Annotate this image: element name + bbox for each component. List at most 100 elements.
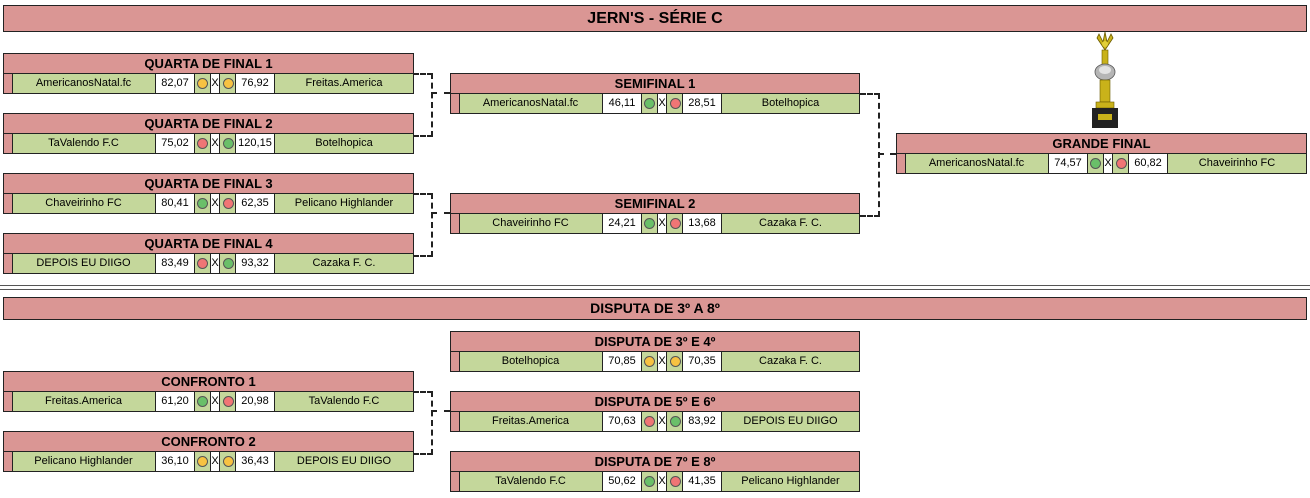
row-marker — [451, 472, 460, 491]
connector-sf — [860, 93, 880, 217]
home-status-icon — [197, 138, 208, 149]
connector-qf12-out — [431, 92, 450, 94]
versus-mark: X — [657, 352, 667, 371]
home-team: AmericanosNatal.fc — [928, 157, 1025, 169]
away-status-icon — [670, 356, 681, 367]
versus-mark: X — [210, 254, 220, 273]
row-marker — [897, 154, 906, 173]
away-status-icon — [223, 198, 234, 209]
row-marker — [451, 352, 460, 371]
versus-mark: X — [210, 392, 220, 411]
away-status-icon — [223, 456, 234, 467]
match-title: SEMIFINAL 2 — [450, 193, 860, 213]
away-score: 120,15 — [235, 134, 275, 153]
connector-confronto — [413, 391, 433, 455]
connector-qf34 — [413, 193, 433, 257]
away-score: 83,92 — [682, 412, 722, 431]
versus-mark: X — [210, 134, 220, 153]
match-title: DISPUTA DE 3º E 4º — [450, 331, 860, 351]
versus-mark: X — [1103, 154, 1113, 173]
home-score: 61,20 — [155, 392, 195, 411]
match-title: DISPUTA DE 5º E 6º — [450, 391, 860, 411]
home-status-icon — [197, 258, 208, 269]
away-team: TaValendo F.C — [308, 395, 380, 407]
row-marker — [4, 134, 13, 153]
row-marker — [451, 94, 460, 113]
versus-mark: X — [657, 214, 667, 233]
away-team: Cazaka F. C. — [312, 257, 376, 269]
connector-qf12 — [413, 73, 433, 137]
away-score: 70,35 — [682, 352, 722, 371]
away-team: Pelicano Highlander — [294, 197, 394, 209]
home-team: Botelhopica — [501, 355, 560, 367]
away-score: 20,98 — [235, 392, 275, 411]
home-status-icon — [644, 416, 655, 427]
row-marker — [4, 452, 13, 471]
home-score: 83,49 — [155, 254, 195, 273]
home-score: 80,41 — [155, 194, 195, 213]
away-score: 60,82 — [1128, 154, 1168, 173]
match-title: SEMIFINAL 1 — [450, 73, 860, 93]
away-score: 13,68 — [682, 214, 722, 233]
home-status-icon — [644, 476, 655, 487]
match-title: QUARTA DE FINAL 1 — [3, 53, 414, 73]
home-status-icon — [644, 356, 655, 367]
home-team: DEPOIS EU DIIGO — [36, 257, 131, 269]
match-title: QUARTA DE FINAL 2 — [3, 113, 414, 133]
home-team: Pelicano Highlander — [34, 455, 133, 467]
home-score: 75,02 — [155, 134, 195, 153]
row-marker — [4, 74, 13, 93]
match-d34: DISPUTA DE 3º E 4º Botelhopica 70,85 X 70,35… — [450, 331, 860, 372]
page-title: JERN'S - SÉRIE C — [3, 5, 1307, 32]
away-status-icon — [670, 416, 681, 427]
away-score: 28,51 — [682, 94, 722, 113]
home-status-icon — [644, 218, 655, 229]
home-status-icon — [197, 198, 208, 209]
home-score: 70,85 — [602, 352, 642, 371]
away-score: 41,35 — [682, 472, 722, 491]
away-team: Cazaka F. C. — [759, 217, 822, 229]
away-status-icon — [670, 476, 681, 487]
home-team: TaValendo F.C — [495, 475, 566, 487]
connector-sf-out — [878, 153, 896, 155]
home-score: 74,57 — [1048, 154, 1088, 173]
away-team: Botelhopica — [761, 97, 820, 109]
away-status-icon — [1116, 158, 1127, 169]
away-status-icon — [223, 396, 234, 407]
away-team: Botelhopica — [315, 137, 373, 149]
away-score: 36,43 — [235, 452, 275, 471]
connector-qf34-out — [431, 212, 450, 214]
match-title: CONFRONTO 2 — [3, 431, 414, 451]
home-score: 24,21 — [602, 214, 642, 233]
away-team: Freitas.America — [305, 77, 383, 89]
connector-confronto-out — [431, 410, 450, 412]
section-divider-2 — [0, 289, 1310, 290]
match-title: QUARTA DE FINAL 3 — [3, 173, 414, 193]
row-marker — [4, 392, 13, 411]
match-title: DISPUTA DE 7º E 8º — [450, 451, 860, 471]
away-status-icon — [223, 258, 234, 269]
away-score: 93,32 — [235, 254, 275, 273]
home-team: AmericanosNatal.fc — [482, 97, 579, 109]
home-team: Chaveirinho FC — [45, 197, 122, 209]
match-title: QUARTA DE FINAL 4 — [3, 233, 414, 253]
away-team: Cazaka F. C. — [759, 355, 822, 367]
row-marker — [4, 194, 13, 213]
home-status-icon — [197, 396, 208, 407]
home-score: 46,11 — [602, 94, 642, 113]
away-status-icon — [223, 78, 234, 89]
away-team: Pelicano Highlander — [741, 475, 840, 487]
home-status-icon — [1090, 158, 1101, 169]
home-score: 50,62 — [602, 472, 642, 491]
